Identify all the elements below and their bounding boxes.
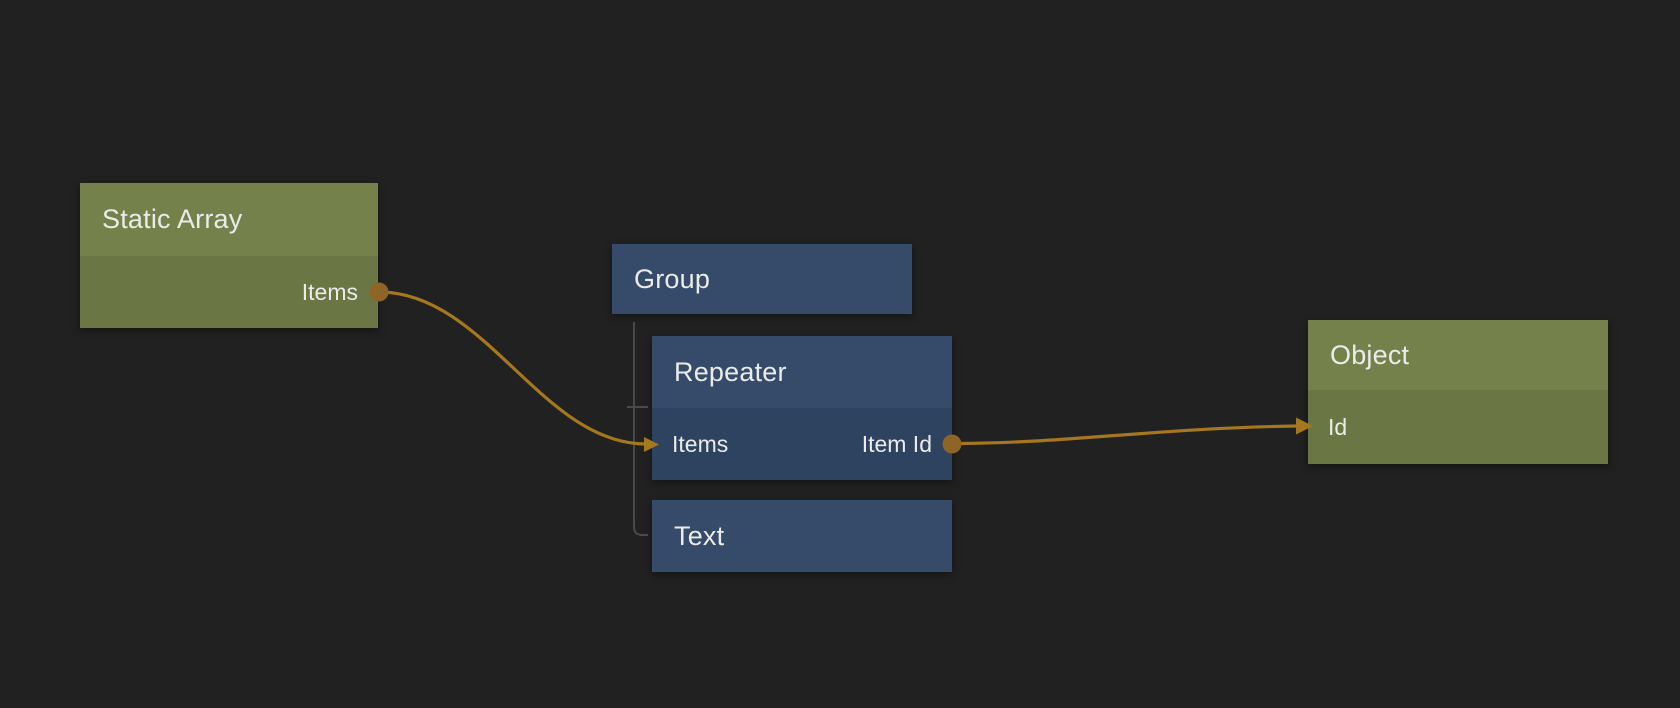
node-group-title: Group [634, 263, 711, 294]
node-repeater-title: Repeater [674, 356, 787, 387]
object-id-input-label: Id [1328, 413, 1348, 440]
group-tree-line [633, 322, 648, 536]
node-object-header[interactable]: Object [1308, 320, 1608, 390]
wire-static-array-items-to-repeater-items[interactable] [379, 290, 647, 446]
node-group-header[interactable]: Group [612, 244, 912, 314]
node-text-header[interactable]: Text [652, 500, 952, 572]
node-text[interactable]: Text [652, 500, 952, 572]
repeater-ports-row[interactable]: Items Item Id [652, 408, 952, 480]
repeater-items-input-label: Items [672, 430, 729, 457]
node-static-array-title: Static Array [102, 204, 243, 234]
node-repeater[interactable]: Repeater Items Item Id [652, 336, 952, 480]
node-static-array-header[interactable]: Static Array [80, 183, 378, 256]
static-array-items-output-label: Items [301, 278, 358, 305]
node-object[interactable]: Object Id [1308, 320, 1608, 464]
node-object-title: Object [1330, 339, 1410, 370]
wire-repeater-item-id-to-object-id[interactable] [959, 424, 1299, 446]
node-static-array[interactable]: Static Array Items [80, 183, 378, 328]
static-array-items-output-row[interactable]: Items [80, 256, 378, 328]
node-text-title: Text [674, 520, 725, 551]
object-id-input-row[interactable]: Id [1308, 390, 1608, 464]
node-group[interactable]: Group [612, 244, 912, 314]
repeater-item-id-output-label: Item Id [861, 430, 932, 457]
node-repeater-header[interactable]: Repeater [652, 336, 952, 408]
